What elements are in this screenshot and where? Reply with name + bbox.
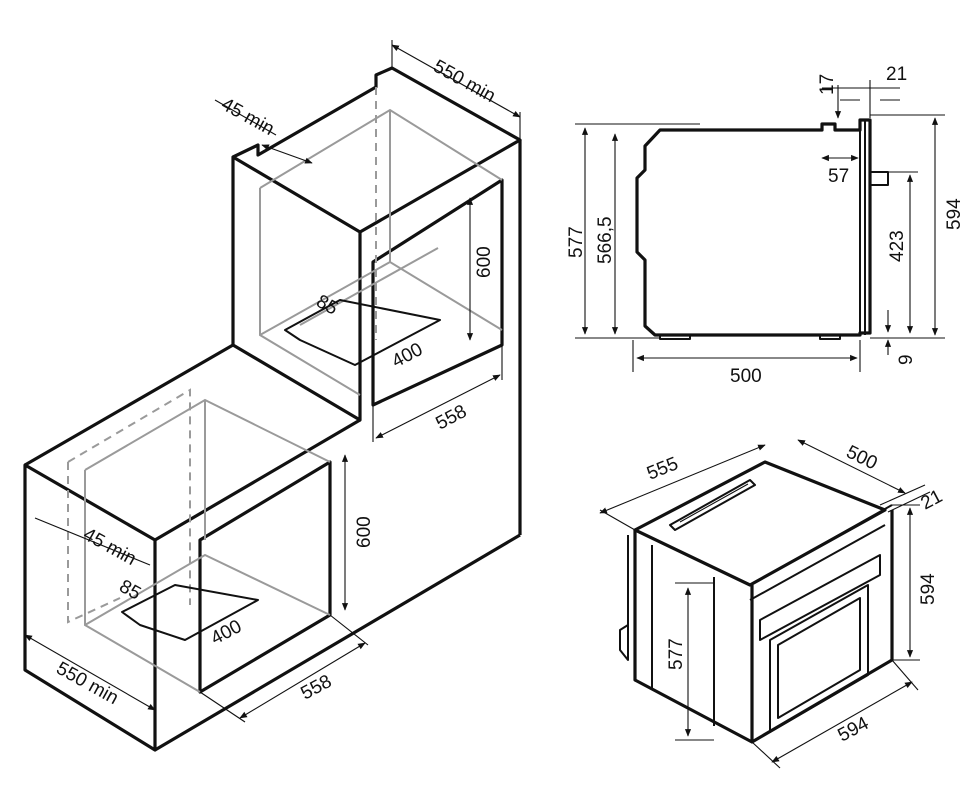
side-view xyxy=(635,118,889,340)
upper-niche xyxy=(231,66,522,535)
side-body-height-label: 577 xyxy=(566,226,587,258)
side-panel-thickness-label: 17 xyxy=(817,74,838,95)
lower-vent-offset-label: 85 xyxy=(116,576,145,605)
side-handle-offset-label: 423 xyxy=(887,230,908,262)
iso-height-label: 594 xyxy=(918,573,939,605)
iso-width-top-label: 500 xyxy=(843,442,881,475)
lower-rear-gap-label: 45 min xyxy=(80,524,140,570)
side-total-height-label: 594 xyxy=(944,198,965,230)
side-inner-height-label: 566,5 xyxy=(595,216,616,264)
iso-front-thickness-label: 21 xyxy=(917,486,946,514)
side-view-dimensions: 577 566,5 594 423 9 500 17 21 57 xyxy=(566,64,965,387)
lower-height-label: 600 xyxy=(354,516,375,548)
iso-oven xyxy=(619,460,894,744)
side-front-thickness-label: 21 xyxy=(886,64,907,85)
iso-depth-label: 555 xyxy=(644,453,681,484)
upper-rear-gap-label: 45 min xyxy=(218,94,278,140)
lower-width-label: 558 xyxy=(297,671,335,704)
side-bottom-gap-label: 9 xyxy=(896,354,917,365)
iso-body-height-label: 577 xyxy=(666,638,687,670)
side-front-depth-label: 57 xyxy=(828,166,849,187)
side-depth-label: 500 xyxy=(730,366,762,387)
iso-width-label: 594 xyxy=(834,713,872,747)
upper-height-label: 600 xyxy=(474,246,495,278)
upper-depth-label: 550 min xyxy=(430,56,499,107)
lower-vent-width-label: 400 xyxy=(207,616,245,649)
lower-depth-label: 550 min xyxy=(53,658,122,709)
